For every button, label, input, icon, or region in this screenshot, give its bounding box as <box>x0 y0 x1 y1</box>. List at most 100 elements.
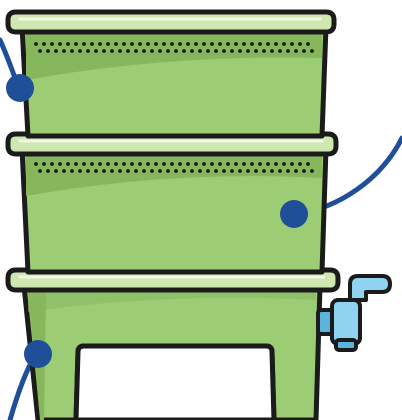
perforation-hole <box>250 162 254 166</box>
perforation-hole <box>270 49 274 53</box>
perforation-hole <box>174 49 178 53</box>
perforation-hole <box>42 162 46 166</box>
perforation-hole <box>246 49 250 53</box>
perforation-hole <box>266 42 270 46</box>
perforation-hole <box>98 42 102 46</box>
perforation-hole <box>106 162 110 166</box>
perforation-hole <box>142 169 146 173</box>
perforation-hole <box>138 162 142 166</box>
perforation-hole <box>86 169 90 173</box>
perforation-hole <box>118 169 122 173</box>
perforation-hole <box>34 42 38 46</box>
perforation-hole <box>210 42 214 46</box>
perforation-hole <box>94 169 98 173</box>
perforation-hole <box>258 162 262 166</box>
perforation-hole <box>122 162 126 166</box>
perforation-hole <box>78 169 82 173</box>
perforation-hole <box>198 49 202 53</box>
perforation-hole <box>150 169 154 173</box>
perforation-hole <box>234 42 238 46</box>
perforation-hole <box>82 162 86 166</box>
perforation-hole <box>190 169 194 173</box>
perforation-hole <box>238 49 242 53</box>
perforation-hole <box>266 162 270 166</box>
callout-dot-middle <box>280 200 308 228</box>
callout-dot-bottom <box>24 340 52 368</box>
perforation-hole <box>186 42 190 46</box>
perforation-hole <box>226 162 230 166</box>
perforation-hole <box>126 169 130 173</box>
perforation-hole <box>222 169 226 173</box>
perforation-hole <box>206 49 210 53</box>
perforation-hole <box>282 42 286 46</box>
perforation-hole <box>70 49 74 53</box>
perforation-hole <box>66 42 70 46</box>
perforation-hole <box>298 42 302 46</box>
perforation-hole <box>242 42 246 46</box>
perforation-hole <box>138 42 142 46</box>
perforation-hole <box>182 49 186 53</box>
perforation-hole <box>302 169 306 173</box>
perforation-hole <box>70 169 74 173</box>
perforation-hole <box>194 42 198 46</box>
perforation-hole <box>158 49 162 53</box>
perforation-hole <box>126 49 130 53</box>
perforation-hole <box>106 42 110 46</box>
top-rim-shape <box>8 12 334 32</box>
perforation-hole <box>298 162 302 166</box>
perforation-hole <box>202 162 206 166</box>
tray-top <box>22 26 326 136</box>
perforation-hole <box>114 42 118 46</box>
perforation-hole <box>250 42 254 46</box>
perforation-hole <box>102 169 106 173</box>
perforation-hole <box>114 162 118 166</box>
perforation-hole <box>166 49 170 53</box>
perforation-hole <box>254 49 258 53</box>
perforation-hole <box>178 162 182 166</box>
perforation-hole <box>202 42 206 46</box>
perforation-hole <box>234 162 238 166</box>
perforation-hole <box>218 162 222 166</box>
perforation-hole <box>58 42 62 46</box>
perforation-hole <box>306 162 310 166</box>
perforation-hole <box>86 49 90 53</box>
perforation-hole <box>290 42 294 46</box>
perforation-hole <box>262 169 266 173</box>
perforation-hole <box>310 169 314 173</box>
perforation-hole <box>310 49 314 53</box>
perforation-hole <box>62 49 66 53</box>
perforation-hole <box>290 162 294 166</box>
perforation-hole <box>182 169 186 173</box>
perforation-hole <box>110 169 114 173</box>
perforation-hole <box>294 49 298 53</box>
perforation-hole <box>150 49 154 53</box>
perforation-hole <box>142 49 146 53</box>
perforation-hole <box>82 42 86 46</box>
perforation-hole <box>46 49 50 53</box>
spigot-body <box>332 300 360 344</box>
perforation-hole <box>274 42 278 46</box>
callout-dot-top <box>6 74 34 102</box>
perforation-hole <box>50 162 54 166</box>
perforation-hole <box>146 42 150 46</box>
perforation-hole <box>274 162 278 166</box>
perforation-hole <box>54 169 58 173</box>
perforation-hole <box>194 162 198 166</box>
perforation-hole <box>214 49 218 53</box>
perforation-hole <box>146 162 150 166</box>
perforation-hole <box>78 49 82 53</box>
perforation-hole <box>278 49 282 53</box>
perforation-hole <box>154 42 158 46</box>
perforation-hole <box>66 162 70 166</box>
perforation-hole <box>42 42 46 46</box>
tray-middle <box>22 148 326 272</box>
base-stand <box>24 286 320 420</box>
perforation-hole <box>210 162 214 166</box>
perforation-hole <box>74 162 78 166</box>
perforation-hole <box>198 169 202 173</box>
perforation-hole <box>98 162 102 166</box>
base-opening <box>76 346 274 420</box>
perforation-hole <box>302 49 306 53</box>
